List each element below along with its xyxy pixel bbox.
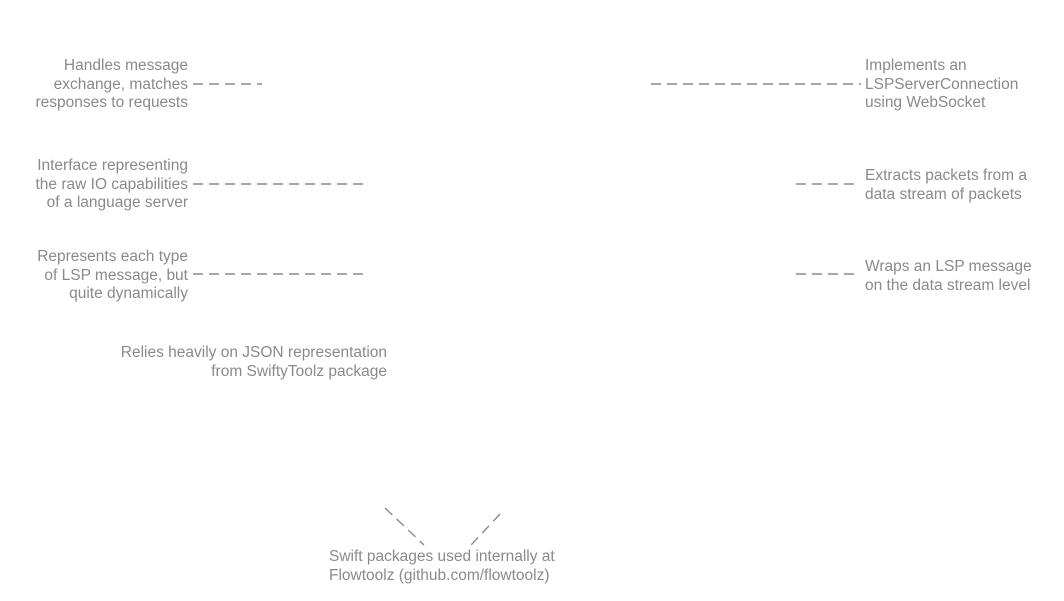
annotation-line: Relies heavily on JSON representation <box>120 344 387 361</box>
connector-internal-packages-left <box>384 507 425 546</box>
annotation-message-exchange: Handles message exchange, matches respon… <box>35 57 188 113</box>
annotation-line: quite dynamically <box>69 285 188 302</box>
annotation-json-dependency: Relies heavily on JSON representation fr… <box>121 344 387 381</box>
annotation-websocket-connection: Implements an LSPServerConnection using … <box>865 57 1018 113</box>
annotation-line: Implements an <box>865 57 967 74</box>
annotation-line: on the data stream level <box>865 276 1031 294</box>
annotation-line: Swift packages used internally at <box>329 548 555 565</box>
annotation-packet-wrapping: Wraps an LSP message on the data stream … <box>865 258 1032 295</box>
annotation-lsp-message-type: Represents each type of LSP message, but… <box>37 248 188 304</box>
annotation-line: of LSP message, but <box>44 266 188 284</box>
annotation-line: from SwiftyToolz package <box>211 362 387 380</box>
annotation-packet-extraction: Extracts packets from a data stream of p… <box>865 167 1027 204</box>
annotation-line: Represents each type <box>37 248 188 265</box>
annotation-line: exchange, matches <box>53 75 188 93</box>
annotation-line: Wraps an LSP message <box>865 258 1032 275</box>
annotation-line: Interface representing <box>37 157 188 174</box>
annotation-internal-packages: Swift packages used internally at Flowto… <box>329 548 555 585</box>
annotation-line: the raw IO capabilities <box>35 175 189 193</box>
connector-internal-packages-right <box>470 513 501 546</box>
annotation-line: LSPServerConnection <box>865 75 1019 93</box>
annotation-line: data stream of packets <box>865 185 1022 203</box>
annotation-line: Extracts packets from a <box>865 167 1027 184</box>
annotation-line: Handles message <box>63 57 188 74</box>
annotation-line: of a language server <box>46 194 188 211</box>
annotation-line: responses to requests <box>35 94 188 111</box>
annotation-server-interface: Interface representing the raw IO capabi… <box>36 157 189 213</box>
annotation-line: using WebSocket <box>865 94 986 111</box>
annotation-line: Flowtoolz (github.com/flowtoolz) <box>329 566 550 584</box>
